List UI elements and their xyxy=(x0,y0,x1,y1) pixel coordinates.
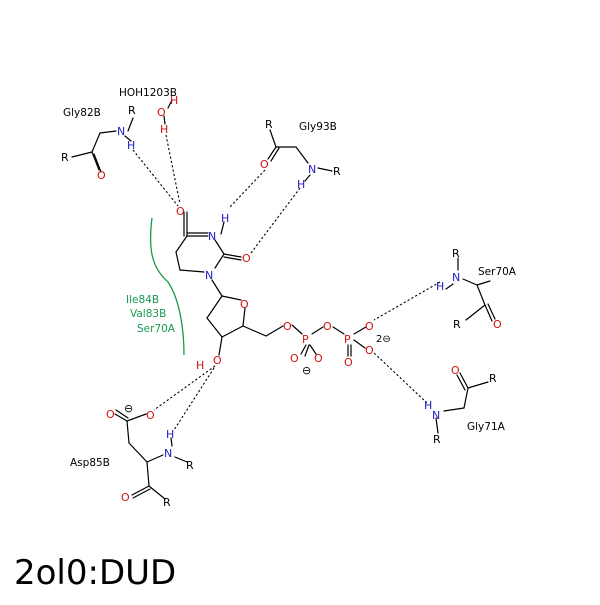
atom-o: O xyxy=(290,352,299,365)
atom-h: H xyxy=(196,359,204,372)
residue-label-asp85b: Asp85B xyxy=(70,457,110,469)
residue-labels: Gly82B HOH1203B Gly93B Ser70A Gly71A Asp… xyxy=(63,87,517,469)
atom-r: R xyxy=(186,459,194,472)
charge-label: ⊖ xyxy=(124,402,133,415)
atom-r: R xyxy=(452,247,460,260)
atom-o: O xyxy=(260,158,269,171)
atom-r: R xyxy=(333,165,341,178)
atom-n: N xyxy=(205,269,213,282)
atom-o: O xyxy=(365,320,374,333)
atom-h: H xyxy=(127,139,135,152)
atom-r: R xyxy=(163,496,171,509)
atom-o: O xyxy=(493,318,502,331)
atom-o: O xyxy=(314,352,323,365)
atom-o: O xyxy=(242,252,251,265)
atom-n: N xyxy=(117,125,125,138)
atom-n: N xyxy=(432,409,440,422)
atom-r: R xyxy=(433,433,441,446)
atom-r: R xyxy=(128,104,136,117)
atom-h: H xyxy=(436,280,444,293)
atom-h: H xyxy=(170,94,178,107)
atom-n: N xyxy=(164,447,172,460)
atom-h: H xyxy=(221,212,229,225)
atom-n: N xyxy=(308,163,316,176)
atom-o: O xyxy=(213,354,222,367)
atom-r: R xyxy=(61,151,69,164)
diagram-title: 2ol0:DUD xyxy=(14,553,176,593)
hydrophobic-label-ser70a: Ser70A xyxy=(137,323,176,335)
residue-label-gly93b: Gly93B xyxy=(299,121,337,133)
hydrophobic-label-val83b: Val83B xyxy=(130,308,166,320)
atom-r: R xyxy=(453,318,461,331)
atom-o: O xyxy=(157,106,166,119)
atom-o: O xyxy=(283,320,292,333)
atom-h: H xyxy=(166,428,174,441)
atom-o: O xyxy=(146,409,155,422)
atom-p: P xyxy=(344,333,351,346)
atom-r: R xyxy=(265,118,273,131)
atom-o: O xyxy=(451,364,460,377)
atom-o: O xyxy=(97,169,106,182)
residue-label-gly71a: Gly71A xyxy=(467,421,506,433)
residue-label-ser70a: Ser70A xyxy=(478,266,517,278)
residue-label-hoh1203b: HOH1203B xyxy=(119,87,177,99)
atom-o: O xyxy=(176,205,185,218)
hydrophobic-contact-arc xyxy=(149,217,185,356)
charge-label: ⊖ xyxy=(302,364,311,377)
atom-n: N xyxy=(452,271,460,284)
atom-o: O xyxy=(240,298,249,311)
residue-label-gly82b: Gly82B xyxy=(63,107,101,119)
hydrophobic-labels: Ile84B Val83B Ser70A xyxy=(126,294,176,335)
charge-label: 2⊖ xyxy=(376,334,391,345)
hydrogen-bonds xyxy=(132,134,441,431)
atom-h: H xyxy=(297,178,305,191)
atom-o: O xyxy=(365,344,374,357)
atom-r: R xyxy=(489,372,497,385)
atom-p: P xyxy=(302,333,309,346)
atom-labels: R O N R H H O H R O N R H O H N O N O O … xyxy=(61,94,502,509)
atom-o: O xyxy=(323,320,332,333)
atom-h: H xyxy=(424,399,432,412)
bond-lines xyxy=(71,99,496,500)
atom-o: O xyxy=(121,491,130,504)
atom-n: N xyxy=(208,230,216,243)
hydrophobic-label-ile84b: Ile84B xyxy=(126,294,159,306)
atom-h: H xyxy=(160,123,168,136)
atom-o: O xyxy=(106,408,115,421)
atom-o: O xyxy=(344,356,353,369)
